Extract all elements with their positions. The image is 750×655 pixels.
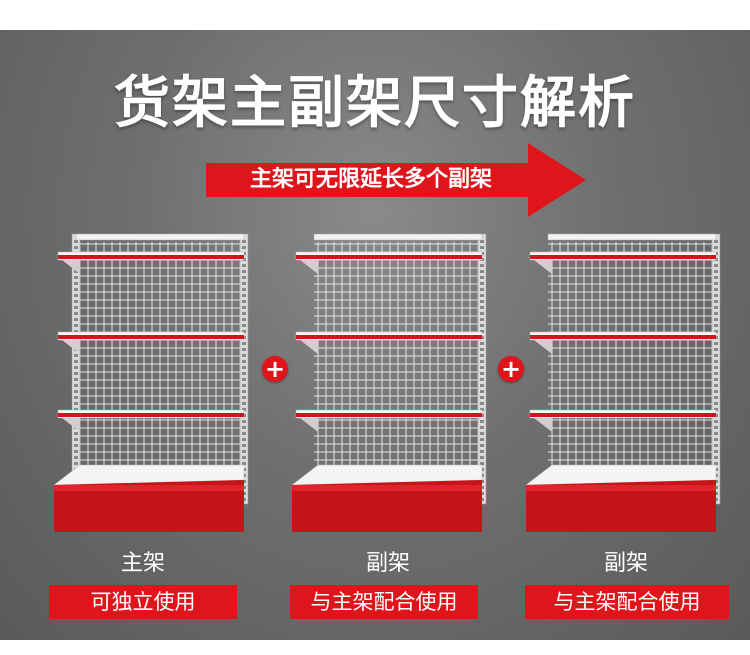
shelf-label-sub: 副架	[603, 551, 648, 576]
tag-standalone: 可独立使用	[49, 585, 237, 619]
page-title: 货架主副架尺寸解析	[114, 71, 636, 136]
tag-with-main: 与主架配合使用	[290, 585, 478, 619]
arrow-icon	[206, 143, 586, 217]
sub-shelf-illustration	[522, 230, 722, 540]
sub-shelf-illustration	[288, 230, 488, 540]
plus-icon: +	[262, 356, 288, 382]
main-shelf-illustration	[50, 230, 250, 540]
shelf-label-main: 主架	[120, 551, 165, 576]
direction-arrow: 主架可无限延长多个副架	[206, 143, 586, 217]
tag-with-main: 与主架配合使用	[525, 585, 729, 619]
shelf-label-sub: 副架	[365, 551, 410, 576]
arrow-label: 主架可无限延长多个副架	[249, 167, 492, 192]
plus-icon: +	[498, 356, 524, 382]
